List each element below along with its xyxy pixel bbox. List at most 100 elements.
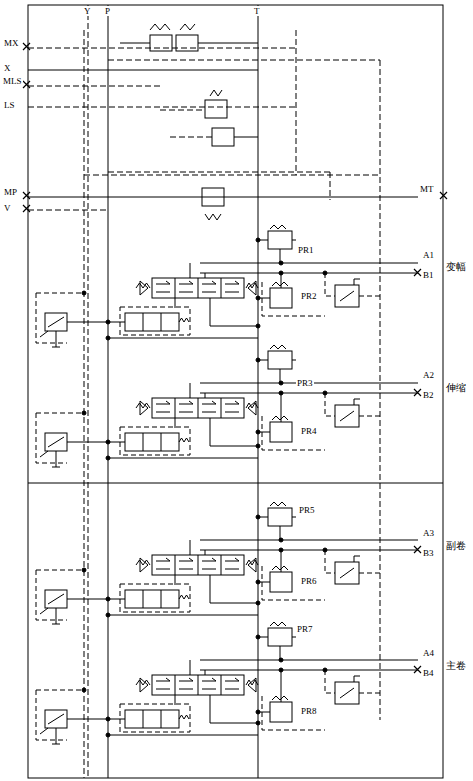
symbol-stroke — [140, 558, 148, 572]
symbol-stroke — [108, 322, 125, 323]
symbol-stroke — [108, 735, 258, 736]
symbol-stroke — [82, 291, 86, 295]
symbol-stroke — [179, 401, 193, 412]
symbol-stroke — [279, 658, 283, 662]
symbol-stroke — [67, 719, 108, 720]
symbol-stroke — [256, 444, 260, 448]
symbol-stroke — [256, 601, 260, 605]
symbol-stroke — [323, 271, 327, 275]
symbol-stroke — [221, 555, 222, 575]
symbol-stroke — [281, 550, 282, 572]
symbol-stroke — [108, 442, 125, 443]
symbol-stroke — [270, 345, 286, 349]
symbol-stroke — [323, 391, 327, 395]
symbol-stroke — [225, 558, 239, 569]
symbol-stroke — [202, 281, 216, 292]
symbol-stroke — [268, 231, 292, 249]
valve-sections — [36, 225, 421, 744]
symbol-stroke — [325, 670, 335, 693]
symbol-stroke — [262, 696, 325, 730]
symbol-stroke — [340, 556, 360, 578]
symbol-stroke — [200, 540, 418, 541]
symbol-stroke — [82, 688, 86, 692]
symbol-stroke — [256, 580, 260, 584]
t-line — [258, 5, 259, 778]
symbol-stroke — [175, 298, 176, 308]
symbol-stroke — [359, 296, 380, 297]
symbol-stroke — [262, 282, 325, 316]
symbol-stroke — [205, 670, 206, 675]
port-label: MP — [3, 187, 18, 197]
port-label: X — [3, 63, 12, 73]
symbol-stroke — [36, 413, 84, 463]
symbol-stroke — [256, 358, 260, 362]
symbol-stroke — [179, 678, 193, 689]
symbol-stroke — [279, 381, 283, 385]
pilot-line — [296, 30, 297, 175]
pilot-line — [84, 30, 85, 778]
symbol-stroke — [143, 313, 144, 331]
symbol-stroke — [281, 393, 282, 422]
symbol-stroke — [202, 401, 216, 412]
symbol-stroke — [108, 458, 258, 459]
symbol-stroke — [225, 678, 239, 689]
port-label: A1 — [422, 250, 435, 260]
symbol-stroke — [340, 279, 360, 301]
symbol-stroke — [248, 558, 256, 572]
symbol-stroke — [325, 393, 335, 416]
symbol-stroke — [190, 263, 191, 278]
symbol-stroke — [359, 416, 380, 417]
symbol-stroke — [200, 660, 418, 661]
symbol-stroke — [323, 668, 327, 672]
port-label: V — [3, 203, 12, 213]
valve-label: PR7 — [296, 624, 314, 634]
symbol-stroke — [40, 317, 64, 337]
symbol-stroke — [179, 438, 189, 442]
symbol-stroke — [270, 572, 292, 592]
symbol-stroke — [205, 273, 206, 278]
symbol-stroke — [143, 590, 144, 608]
symbol-stroke — [210, 575, 211, 603]
symbol-stroke — [272, 566, 288, 570]
symbol-stroke — [256, 515, 260, 519]
port-label: B4 — [422, 668, 435, 678]
symbol-stroke — [270, 502, 286, 506]
valve-label: PR4 — [300, 426, 318, 436]
symbol-stroke — [140, 678, 148, 692]
symbol-stroke — [120, 584, 190, 612]
symbol-stroke — [190, 383, 191, 398]
symbol-stroke — [325, 273, 335, 296]
section-divider — [28, 483, 443, 484]
symbol-stroke — [210, 446, 258, 447]
symbol-stroke — [179, 595, 189, 599]
symbol-stroke — [200, 393, 418, 394]
symbol-stroke — [67, 442, 108, 443]
symbol-stroke — [225, 401, 239, 412]
symbol-stroke — [256, 635, 260, 639]
valve-label: PR8 — [300, 706, 318, 716]
symbol-stroke — [120, 427, 190, 455]
symbol-stroke — [52, 744, 60, 745]
port-label: LS — [3, 100, 16, 110]
symbol-stroke — [256, 721, 260, 725]
symbol-stroke — [200, 273, 418, 274]
symbol-stroke — [82, 568, 86, 572]
symbol-stroke — [210, 603, 258, 604]
symbol-stroke — [140, 401, 148, 415]
symbol-stroke — [120, 704, 190, 732]
symbol-stroke — [56, 451, 57, 467]
port-label: T — [253, 6, 261, 16]
port-label: 伸缩 — [445, 382, 467, 393]
symbol-stroke — [272, 696, 288, 700]
symbol-stroke — [248, 401, 256, 415]
symbol-stroke — [108, 719, 125, 720]
symbol-stroke — [414, 546, 421, 553]
symbol-stroke — [202, 558, 216, 569]
symbol-stroke — [156, 281, 170, 292]
symbol-stroke — [198, 278, 199, 298]
symbol-stroke — [140, 281, 148, 295]
port-label: B3 — [422, 548, 435, 558]
symbol-stroke — [279, 668, 283, 672]
symbol-stroke — [40, 594, 64, 614]
symbol-stroke — [175, 675, 176, 695]
